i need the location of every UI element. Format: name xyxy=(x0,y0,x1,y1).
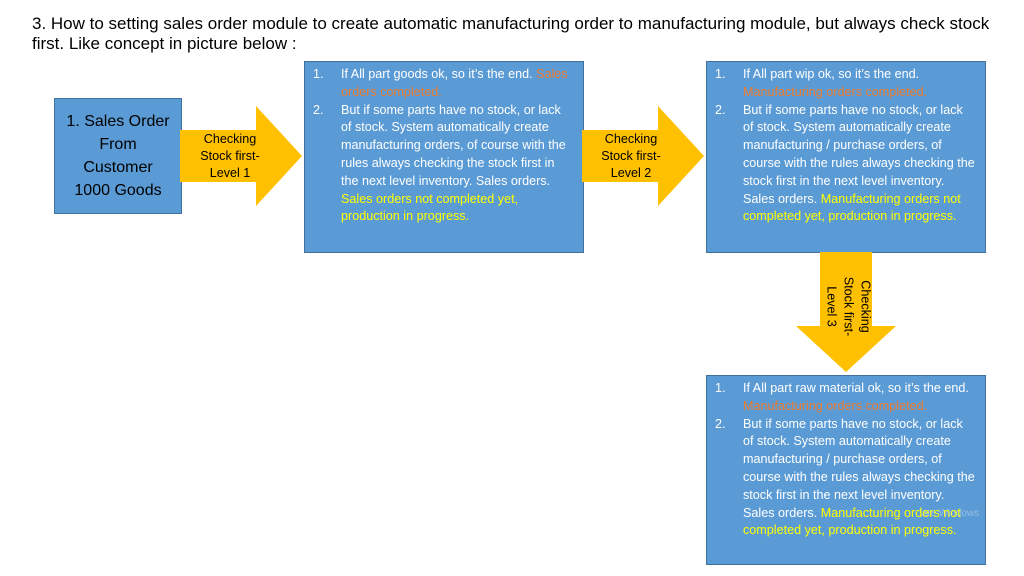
arrow-level-1 xyxy=(180,106,302,206)
arrow-level-1-line-2: Stock first- xyxy=(200,149,260,163)
sales-order-line-3: Customer xyxy=(83,159,153,176)
level-1-list: 1. If All part goods ok, so it’s the end… xyxy=(305,62,583,226)
level-1-item-1-text: If All part goods ok, so it’s the end. xyxy=(341,67,537,81)
arrow-level-2 xyxy=(582,106,704,206)
arrow-level-2-label: Checking Stock first- Level 2 xyxy=(584,131,678,182)
level-2-item-2-text: But if some parts have no stock, or lack… xyxy=(743,102,975,206)
level-2-item-1-text: If All part wip ok, so it’s the end. xyxy=(743,67,920,81)
level-3-item-1-number: 1. xyxy=(715,381,726,395)
arrow-level-1-line-3: Level 1 xyxy=(209,166,251,180)
level-2-item-2-number: 2. xyxy=(715,102,726,117)
level-3-item-1: 1. If All part raw material ok, so it’s … xyxy=(715,380,975,416)
arrow-level-3-line-3: Level 3 xyxy=(824,286,839,327)
level-3-item-2-number: 2. xyxy=(715,416,726,431)
sales-order-line-4: 1000 Goods xyxy=(74,182,162,199)
level-3-list: 1. If All part raw material ok, so it’s … xyxy=(707,376,985,540)
arrow-level-1-label: Checking Stock first- Level 1 xyxy=(184,131,276,182)
level-3-item-1-text: If All part raw material ok, so it’s the… xyxy=(743,381,969,395)
level-1-item-1-status: Sales orders completed. xyxy=(341,67,568,99)
level-3-item-1-status: Manufacturing orders completed. xyxy=(743,398,928,413)
level-2-item-1-status: Manufacturing orders completed. xyxy=(743,84,928,99)
arrow-level-2-line-1: Checking xyxy=(604,132,658,146)
level-1-item-2: 2. But if some parts have no stock, or l… xyxy=(313,102,573,227)
watermark-text: ate Windows xyxy=(922,508,980,519)
level-1-item-1: 1. If All part goods ok, so it’s the end… xyxy=(313,66,573,102)
slide-title: 3. How to setting sales order module to … xyxy=(32,14,990,53)
level-1-item-2-status: Sales orders not completed yet, producti… xyxy=(341,191,519,224)
level-3-item-2-text: But if some parts have no stock, or lack… xyxy=(743,416,975,520)
arrow-level-2-line-2: Stock first- xyxy=(601,149,661,163)
level-2-item-2-status: Manufacturing orders not completed yet, … xyxy=(743,191,961,224)
arrow-level-3-line-1: Checking xyxy=(858,280,873,333)
level-1-item-2-text: But if some parts have no stock, or lack… xyxy=(341,102,566,188)
level-3-item-2-status: Manufacturing orders not completed yet, … xyxy=(743,505,961,538)
level-3-box: 1. If All part raw material ok, so it’s … xyxy=(706,375,986,565)
level-3-item-2: 2. But if some parts have no stock, or l… xyxy=(715,416,975,541)
level-1-item-1-number: 1. xyxy=(313,67,324,81)
arrow-level-2-line-3: Level 2 xyxy=(610,166,652,180)
level-2-box: 1. If All part wip ok, so it’s the end. … xyxy=(706,61,986,253)
sales-order-line-2: From xyxy=(99,136,137,153)
level-2-item-1-number: 1. xyxy=(715,67,726,81)
sales-order-line-1: 1. Sales Order xyxy=(66,113,170,130)
level-1-item-2-number: 2. xyxy=(313,102,324,117)
level-2-item-1: 1. If All part wip ok, so it’s the end. … xyxy=(715,66,975,102)
arrow-level-3-label: Checking Stock first- Level 3 xyxy=(823,260,874,354)
arrow-level-3-line-2: Stock first- xyxy=(841,276,856,337)
sales-order-box: 1. Sales Order From Customer 1000 Goods xyxy=(54,98,182,214)
arrow-level-3 xyxy=(796,252,896,372)
level-2-item-2: 2. But if some parts have no stock, or l… xyxy=(715,102,975,227)
arrow-level-1-line-1: Checking xyxy=(203,132,257,146)
level-1-box: 1. If All part goods ok, so it’s the end… xyxy=(304,61,584,253)
level-2-list: 1. If All part wip ok, so it’s the end. … xyxy=(707,62,985,226)
